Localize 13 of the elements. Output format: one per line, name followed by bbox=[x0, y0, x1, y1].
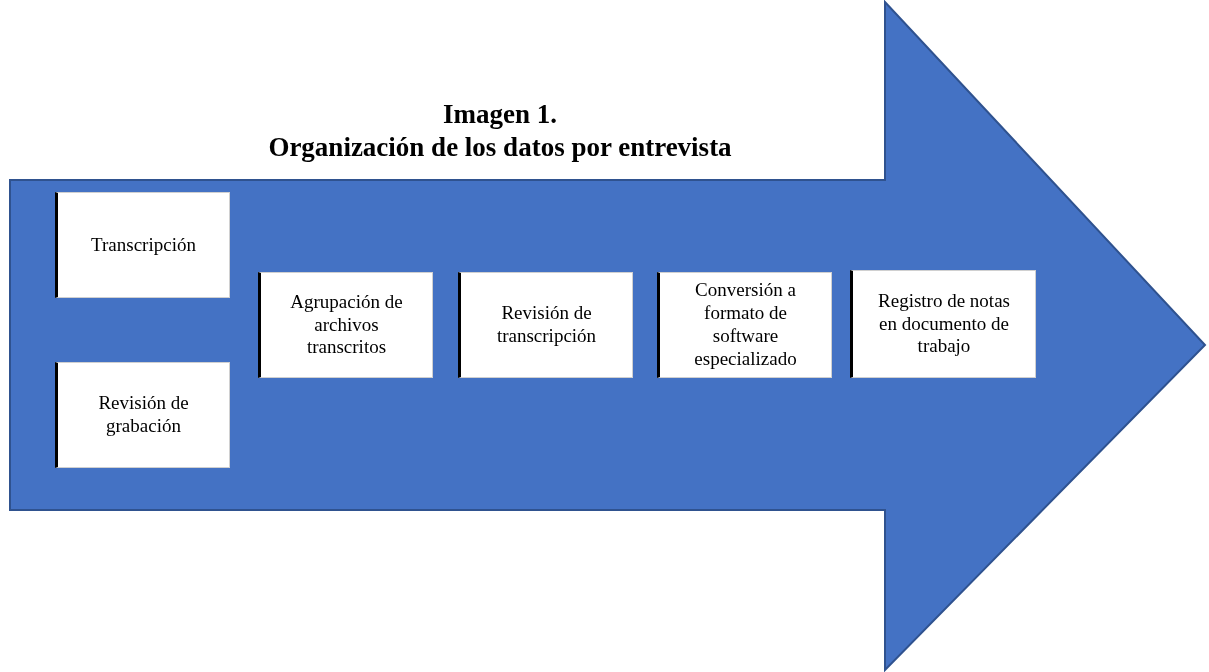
process-box bbox=[458, 272, 633, 378]
process-box bbox=[55, 362, 230, 468]
step-text: Agrupación de archivos transcritos bbox=[289, 290, 404, 360]
step-text: Revisión de grabación bbox=[97, 392, 190, 438]
step-text: Revisión de transcripción bbox=[495, 302, 598, 348]
process-box bbox=[258, 272, 433, 378]
step-text: Transcripción bbox=[91, 233, 196, 257]
step-text: Conversión a formato de software especializado bbox=[693, 279, 798, 371]
step-text: Registro de notas en documento de trabajo bbox=[877, 289, 1011, 359]
process-box bbox=[55, 192, 230, 298]
process-box bbox=[657, 272, 832, 378]
process-box bbox=[850, 270, 1036, 378]
title: Imagen 1. Organización de los datos por entrevista bbox=[267, 98, 733, 164]
